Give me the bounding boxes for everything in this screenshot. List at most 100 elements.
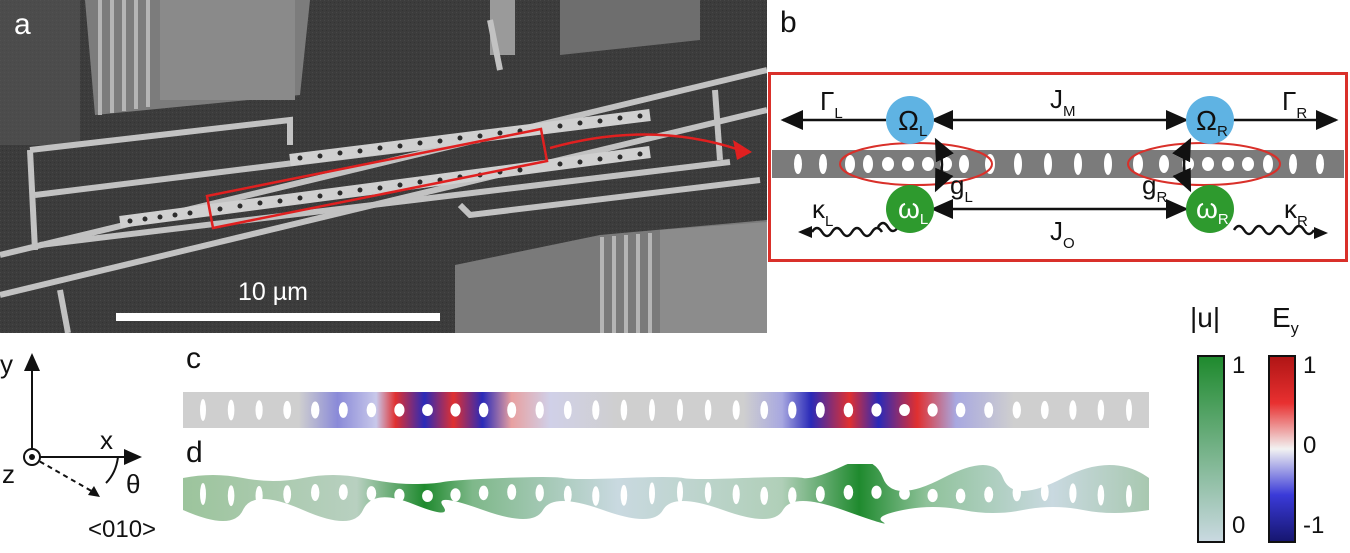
crystal-hole [592, 486, 600, 506]
zoom-arrow [549, 133, 741, 152]
crystal-hole [1069, 400, 1077, 420]
crystal-hole [732, 400, 740, 420]
crystal-hole [1040, 482, 1049, 502]
crystal-hole [311, 484, 320, 501]
crystal-hole [760, 400, 769, 420]
crystal-hole [1069, 483, 1077, 503]
omega-opt-left: ωL [898, 193, 928, 228]
g-left-label: gL [950, 170, 973, 206]
crystal-hole [311, 401, 320, 419]
panel-label-c: c [186, 342, 201, 375]
crystal-hole [507, 484, 517, 500]
crystal-hole [788, 401, 797, 419]
crystal-hole [871, 485, 882, 499]
crystal-hole [899, 404, 910, 416]
crystal-hole [563, 400, 572, 420]
crystal-hole [815, 486, 825, 502]
omega-mech-left: ΩL [898, 105, 927, 140]
crystal-hole [704, 399, 712, 421]
crystal-hole [677, 399, 683, 421]
panel-label-b: b [780, 6, 797, 39]
scale-bar-label: 10 µm [238, 278, 308, 306]
crystal-hole [366, 402, 377, 418]
j-o-label: JO [1050, 216, 1075, 252]
panel-label-a: a [14, 8, 31, 41]
colorbar-e-title-main: E [1272, 302, 1291, 333]
sem-image [0, 0, 767, 333]
crystal-hole [200, 399, 206, 421]
crystal-hole [1126, 485, 1132, 507]
mechanical-mode-left [886, 96, 934, 144]
crystal-hole [1012, 484, 1021, 502]
crystal-hole [394, 488, 405, 502]
colorbar-e-max: 1 [1303, 352, 1317, 379]
colorbar-e-title-sub: y [1290, 320, 1299, 338]
scale-bar [116, 313, 440, 321]
crystal-hole [227, 485, 235, 507]
crystal-hole [200, 483, 206, 505]
colorbar-e-min: -1 [1303, 512, 1325, 539]
crystal-hole [1040, 400, 1049, 420]
crystal-hole [283, 400, 292, 420]
crystal-hole [649, 399, 655, 421]
crystal-hole [843, 402, 854, 418]
axis-z-label: z [2, 459, 15, 489]
angle-theta-label: θ [126, 469, 140, 499]
gamma-right-label: ΓR [1282, 86, 1307, 122]
crystal-hole [283, 485, 292, 504]
mechanical-mode-right [1186, 96, 1234, 144]
colorbar-u [1197, 355, 1225, 543]
crystal-hole [677, 481, 683, 504]
omega-mech-right: ΩR [1196, 105, 1228, 140]
crystal-hole [227, 399, 235, 421]
crystal-hole [535, 484, 544, 502]
crystal-hole [422, 490, 433, 502]
sem-highlight-box [205, 127, 549, 230]
colorbar-e-title: Ey [1272, 302, 1299, 339]
panel-d-displacement-map [183, 464, 1149, 524]
crystal-hole [1126, 399, 1132, 421]
crystal-hole [732, 484, 740, 505]
crystal-hole [1012, 401, 1021, 419]
crystal-hole [535, 401, 544, 419]
j-m-label: JM [1050, 84, 1076, 120]
crystal-hole [871, 403, 882, 417]
crystal-hole [955, 402, 966, 418]
crystal-hole [704, 482, 712, 503]
crystal-hole [788, 487, 797, 505]
coordinate-axes: y x z θ <010> [0, 349, 156, 543]
crystal-hole [815, 402, 825, 418]
panel-c-electric-field-map [183, 392, 1149, 428]
crystal-hole [984, 402, 994, 418]
colorbar-e-mid: 0 [1303, 432, 1317, 459]
crystal-hole [620, 399, 628, 421]
crystal-hole [592, 400, 600, 420]
crystal-hole [1097, 484, 1105, 506]
crystal-hole [255, 486, 263, 506]
crystal-hole [450, 488, 461, 502]
crystal-hole [1097, 399, 1105, 421]
g-right-label: gR [1142, 170, 1167, 206]
gamma-left-label: ΓL [820, 86, 843, 122]
crystal-hole [649, 482, 655, 505]
crystal-hole [478, 485, 489, 501]
panel-label-d: d [186, 436, 203, 469]
omega-opt-right: ωR [1196, 193, 1229, 228]
crystal-hole [843, 485, 854, 500]
crystal-hole [927, 488, 938, 503]
crystal-hole [955, 488, 966, 504]
kappa-left-label: κL [812, 194, 833, 230]
crystal-hole [927, 403, 938, 417]
axis-x-label: x [100, 425, 113, 455]
coupled-mode-schematic: ΩL ΩR ωL ωR ΓL ΓR JM JO gL gR κL κR [768, 72, 1348, 262]
crystal-hole [366, 486, 377, 501]
optical-mode-left [886, 185, 934, 233]
crystal-hole [338, 484, 348, 500]
crystal-hole [394, 403, 405, 417]
axis-y-label: y [0, 349, 13, 379]
kappa-right-label: κR [1284, 194, 1308, 230]
crystal-hole [255, 400, 263, 420]
colorbar-u-title: |u| [1190, 302, 1221, 333]
colorbar-u-max: 1 [1232, 352, 1246, 379]
crystal-hole [620, 484, 628, 506]
